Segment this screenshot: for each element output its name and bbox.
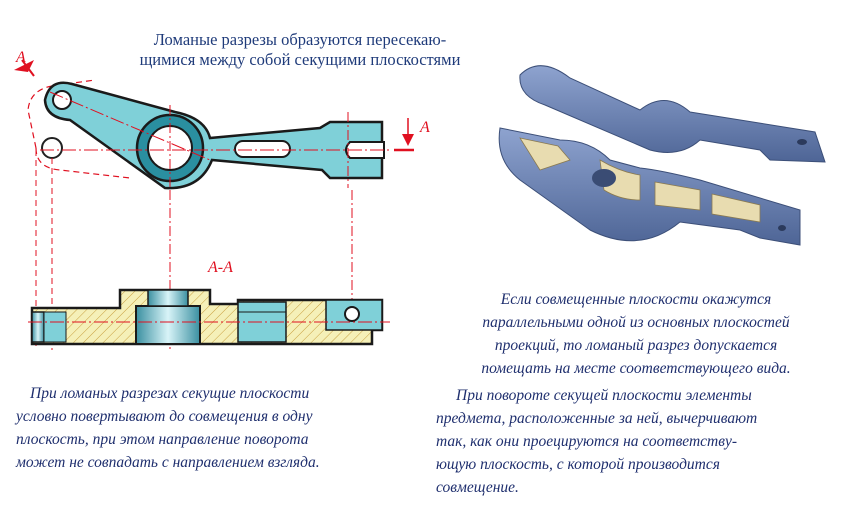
model-upper-half (519, 65, 826, 163)
caption-right-top-line-3: проекций, то ломаный разрез допускается (494, 337, 778, 354)
section-boss-hole (135, 305, 201, 345)
section-left-web (43, 311, 67, 343)
model-lower-hole (778, 225, 786, 231)
caption-left-line-3: плоскость, при этом направление поворота (16, 431, 309, 448)
top-view: А А (14, 49, 430, 350)
model-boss-hole (592, 169, 616, 187)
caption-left-line-2: условно повертывают до совмещения в одну (16, 408, 313, 425)
end-hole (52, 90, 72, 110)
model-cut-face-2 (599, 159, 641, 201)
caption-right-top-line-2: параллельными одной из основных плоскост… (482, 314, 790, 331)
cut-arrow-left (14, 60, 34, 72)
section-outline (30, 288, 384, 346)
caption-right-top-line-4: помещать на месте соответствующего вида. (481, 360, 791, 377)
section-label: А-А (207, 259, 233, 276)
oblong-slot (234, 140, 291, 158)
caption-right-bottom-line-5: совмещение. (436, 479, 519, 496)
section-view: А-А (28, 259, 390, 346)
caption-right-top-line-1: Если совмещенные плоскости окажутся (500, 291, 772, 308)
section-fork-hole (344, 306, 360, 322)
model-cut-face-3 (654, 181, 701, 211)
caption-left-line-1: При ломаных разрезах секущие плоскости (30, 385, 310, 402)
plane-label-left: А (15, 49, 26, 66)
caption-right-top: Если совмещенные плоскости окажутся пара… (436, 288, 836, 380)
caption-right-bottom-line-2: предмета, расположенные за ней, вычерчив… (436, 410, 758, 427)
rotated-hole (41, 137, 63, 159)
section-boss-top (147, 289, 189, 307)
title-line-1: Ломаные разрезы образуются пересекаю- (153, 30, 447, 49)
caption-right-bottom: При повороте секущей плоскости элементы … (436, 384, 836, 499)
caption-left-line-4: может не совпадать с направлением взгляд… (16, 454, 320, 471)
caption-left: При ломаных разрезах секущие плоскости у… (16, 382, 411, 474)
model-cut-face-1 (519, 137, 571, 171)
lever-body (43, 81, 384, 190)
isometric-model (498, 65, 826, 246)
section-left-hole (31, 311, 45, 343)
page-title: Ломаные разрезы образуются пересекаю- щи… (100, 30, 500, 70)
model-upper-hole (797, 139, 807, 145)
model-cut-face-4 (711, 193, 761, 223)
caption-right-bottom-line-1: При повороте секущей плоскости элементы (456, 387, 752, 404)
rotated-axis-line (49, 91, 211, 161)
title-line-2: щимися между собой секущими плоскостями (139, 50, 461, 69)
caption-right-bottom-line-3: так, как они проецируются на соответству… (436, 433, 738, 450)
cut-arrow-right (402, 134, 414, 146)
plane-label-right: А (419, 119, 430, 136)
caption-right-bottom-line-4: ющую плоскость, с которой производится (436, 456, 720, 473)
